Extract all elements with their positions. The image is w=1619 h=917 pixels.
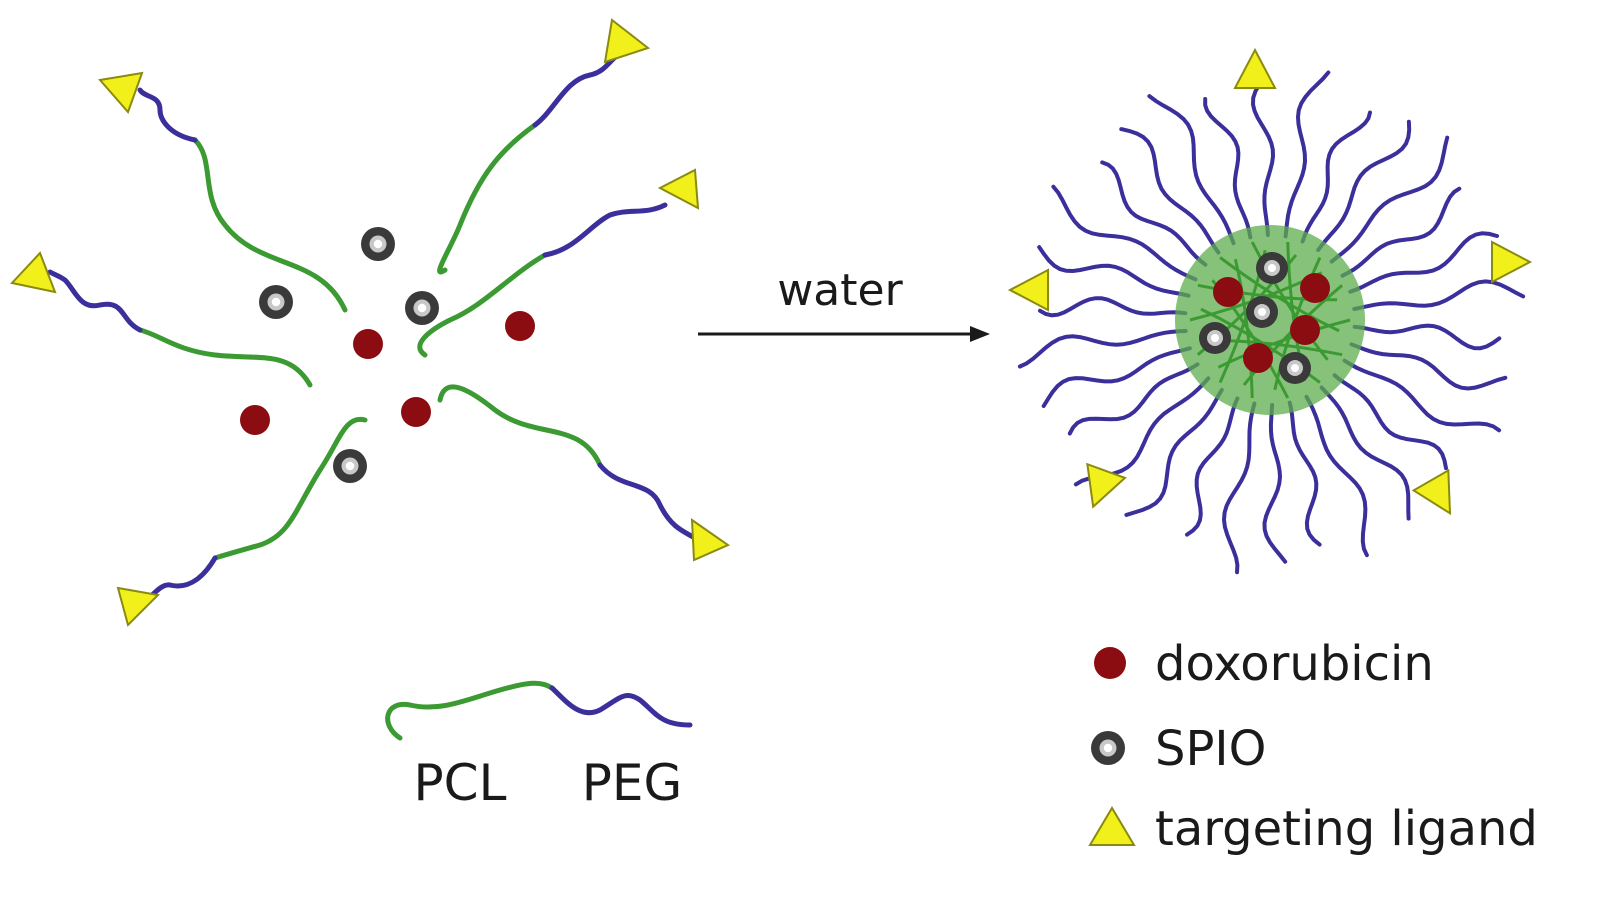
micelle [1007, 47, 1533, 575]
legend-label-spio: SPIO [1155, 721, 1266, 777]
peg-corona [1017, 70, 1526, 575]
spio-icon [1279, 352, 1311, 384]
ligand-icon [1233, 47, 1277, 89]
peg-corona-chain [1300, 110, 1372, 244]
spio-icon [259, 285, 293, 319]
spio-icon [1091, 731, 1125, 765]
ligand-icon [657, 168, 700, 210]
ligand-icon [98, 71, 144, 114]
peg-segment [137, 87, 198, 143]
pcl-legend-line [385, 680, 555, 741]
peg-corona-chain [1262, 403, 1288, 564]
peg-corona-chain [1017, 329, 1188, 369]
polymer-chain [116, 416, 368, 627]
peg-corona-chain [1250, 76, 1276, 237]
ligand-icon [1088, 806, 1136, 846]
pcl-segment [137, 327, 313, 388]
peg-corona-chain [1348, 231, 1499, 294]
reaction-arrow: water [698, 265, 990, 342]
ligand-icon [1491, 240, 1533, 284]
chain-legend [385, 680, 693, 741]
arrow-label: water [777, 265, 903, 316]
peg-segment [532, 52, 621, 128]
pcl-segment [417, 252, 548, 358]
free-particles [240, 227, 535, 483]
peg-corona-chain [1221, 401, 1257, 575]
pcl-core-chain [1250, 241, 1329, 361]
free-chains-group [10, 18, 731, 627]
peg-segment [597, 462, 698, 541]
pcl-segment [437, 384, 603, 468]
ligand-icon [603, 18, 651, 64]
legend-label-doxorubicin: doxorubicin [1155, 636, 1434, 692]
ligand-icon [1007, 268, 1049, 312]
doxorubicin-icon [401, 397, 431, 427]
peg-corona-chain [1100, 160, 1208, 267]
peg-corona-chain [1352, 279, 1526, 311]
spio-icon [1256, 252, 1288, 284]
peg-corona-chain [1352, 323, 1502, 351]
spio-icon [1246, 296, 1278, 328]
ligand-icon [116, 586, 161, 627]
spio-icon [405, 291, 439, 325]
peg-corona-chain [1329, 135, 1450, 264]
peg-corona-chain [1038, 296, 1188, 318]
pcl-core-chain [1233, 258, 1254, 399]
peg-corona-chain [1287, 400, 1322, 547]
peg-corona-chain [1185, 396, 1240, 537]
pcl-core-chain [1219, 256, 1340, 333]
symbol-legend: doxorubicin SPIO targeting ligand [1088, 636, 1538, 857]
spio-icon [1199, 322, 1231, 354]
ligand-icon [1411, 468, 1452, 516]
doxorubicin-icon [1290, 315, 1320, 345]
peg-legend-line [549, 685, 693, 728]
legend-label-ligand: targeting ligand [1155, 801, 1538, 857]
peg-corona-chain [1319, 385, 1411, 521]
peg-corona-chain [1342, 358, 1502, 433]
polymer-chain [417, 168, 700, 358]
peg-corona-chain [1037, 245, 1191, 298]
doxorubicin-icon [505, 311, 535, 341]
peg-corona-chain [1203, 97, 1253, 240]
polymer-chain [10, 251, 313, 388]
peg-corona-chain [1304, 394, 1369, 558]
pcl-segment [437, 122, 538, 275]
core-particles [1199, 252, 1330, 384]
polymer-chain [98, 71, 348, 313]
peg-corona-chain [1051, 184, 1198, 282]
pcl-segment [212, 416, 368, 561]
peg-corona-chain [1041, 346, 1192, 408]
peg-corona-chain [1316, 119, 1412, 252]
doxorubicin-icon [353, 329, 383, 359]
spio-icon [333, 449, 367, 483]
peg-corona-chain [1147, 94, 1236, 246]
corona-ligands [1007, 47, 1533, 516]
pcl-label: PCL [414, 754, 507, 812]
doxorubicin-icon [240, 405, 270, 435]
peg-corona-chain [1340, 186, 1462, 278]
peg-corona-chain [1349, 342, 1508, 391]
spio-icon [361, 227, 395, 261]
doxorubicin-icon [1213, 277, 1243, 307]
peg-corona-chain [1067, 362, 1200, 436]
peg-corona-chain [1119, 127, 1221, 255]
polymer-chain [437, 384, 731, 562]
doxorubicin-icon [1243, 343, 1273, 373]
peg-segment [542, 202, 668, 258]
polymer-chain [437, 18, 651, 275]
pcl-segment [192, 137, 348, 313]
ligand-icon [10, 251, 57, 294]
peg-corona-chain [1283, 70, 1331, 239]
peg-label: PEG [582, 754, 683, 812]
peg-segment [47, 269, 143, 333]
doxorubicin-icon [1094, 647, 1126, 679]
peg-corona-chain [1124, 388, 1224, 517]
pcl-core-chain [1242, 284, 1344, 386]
ligand-icon [690, 518, 731, 562]
ligand-icon [1086, 462, 1127, 509]
doxorubicin-icon [1300, 273, 1330, 303]
peg-corona-chain [1332, 373, 1448, 471]
